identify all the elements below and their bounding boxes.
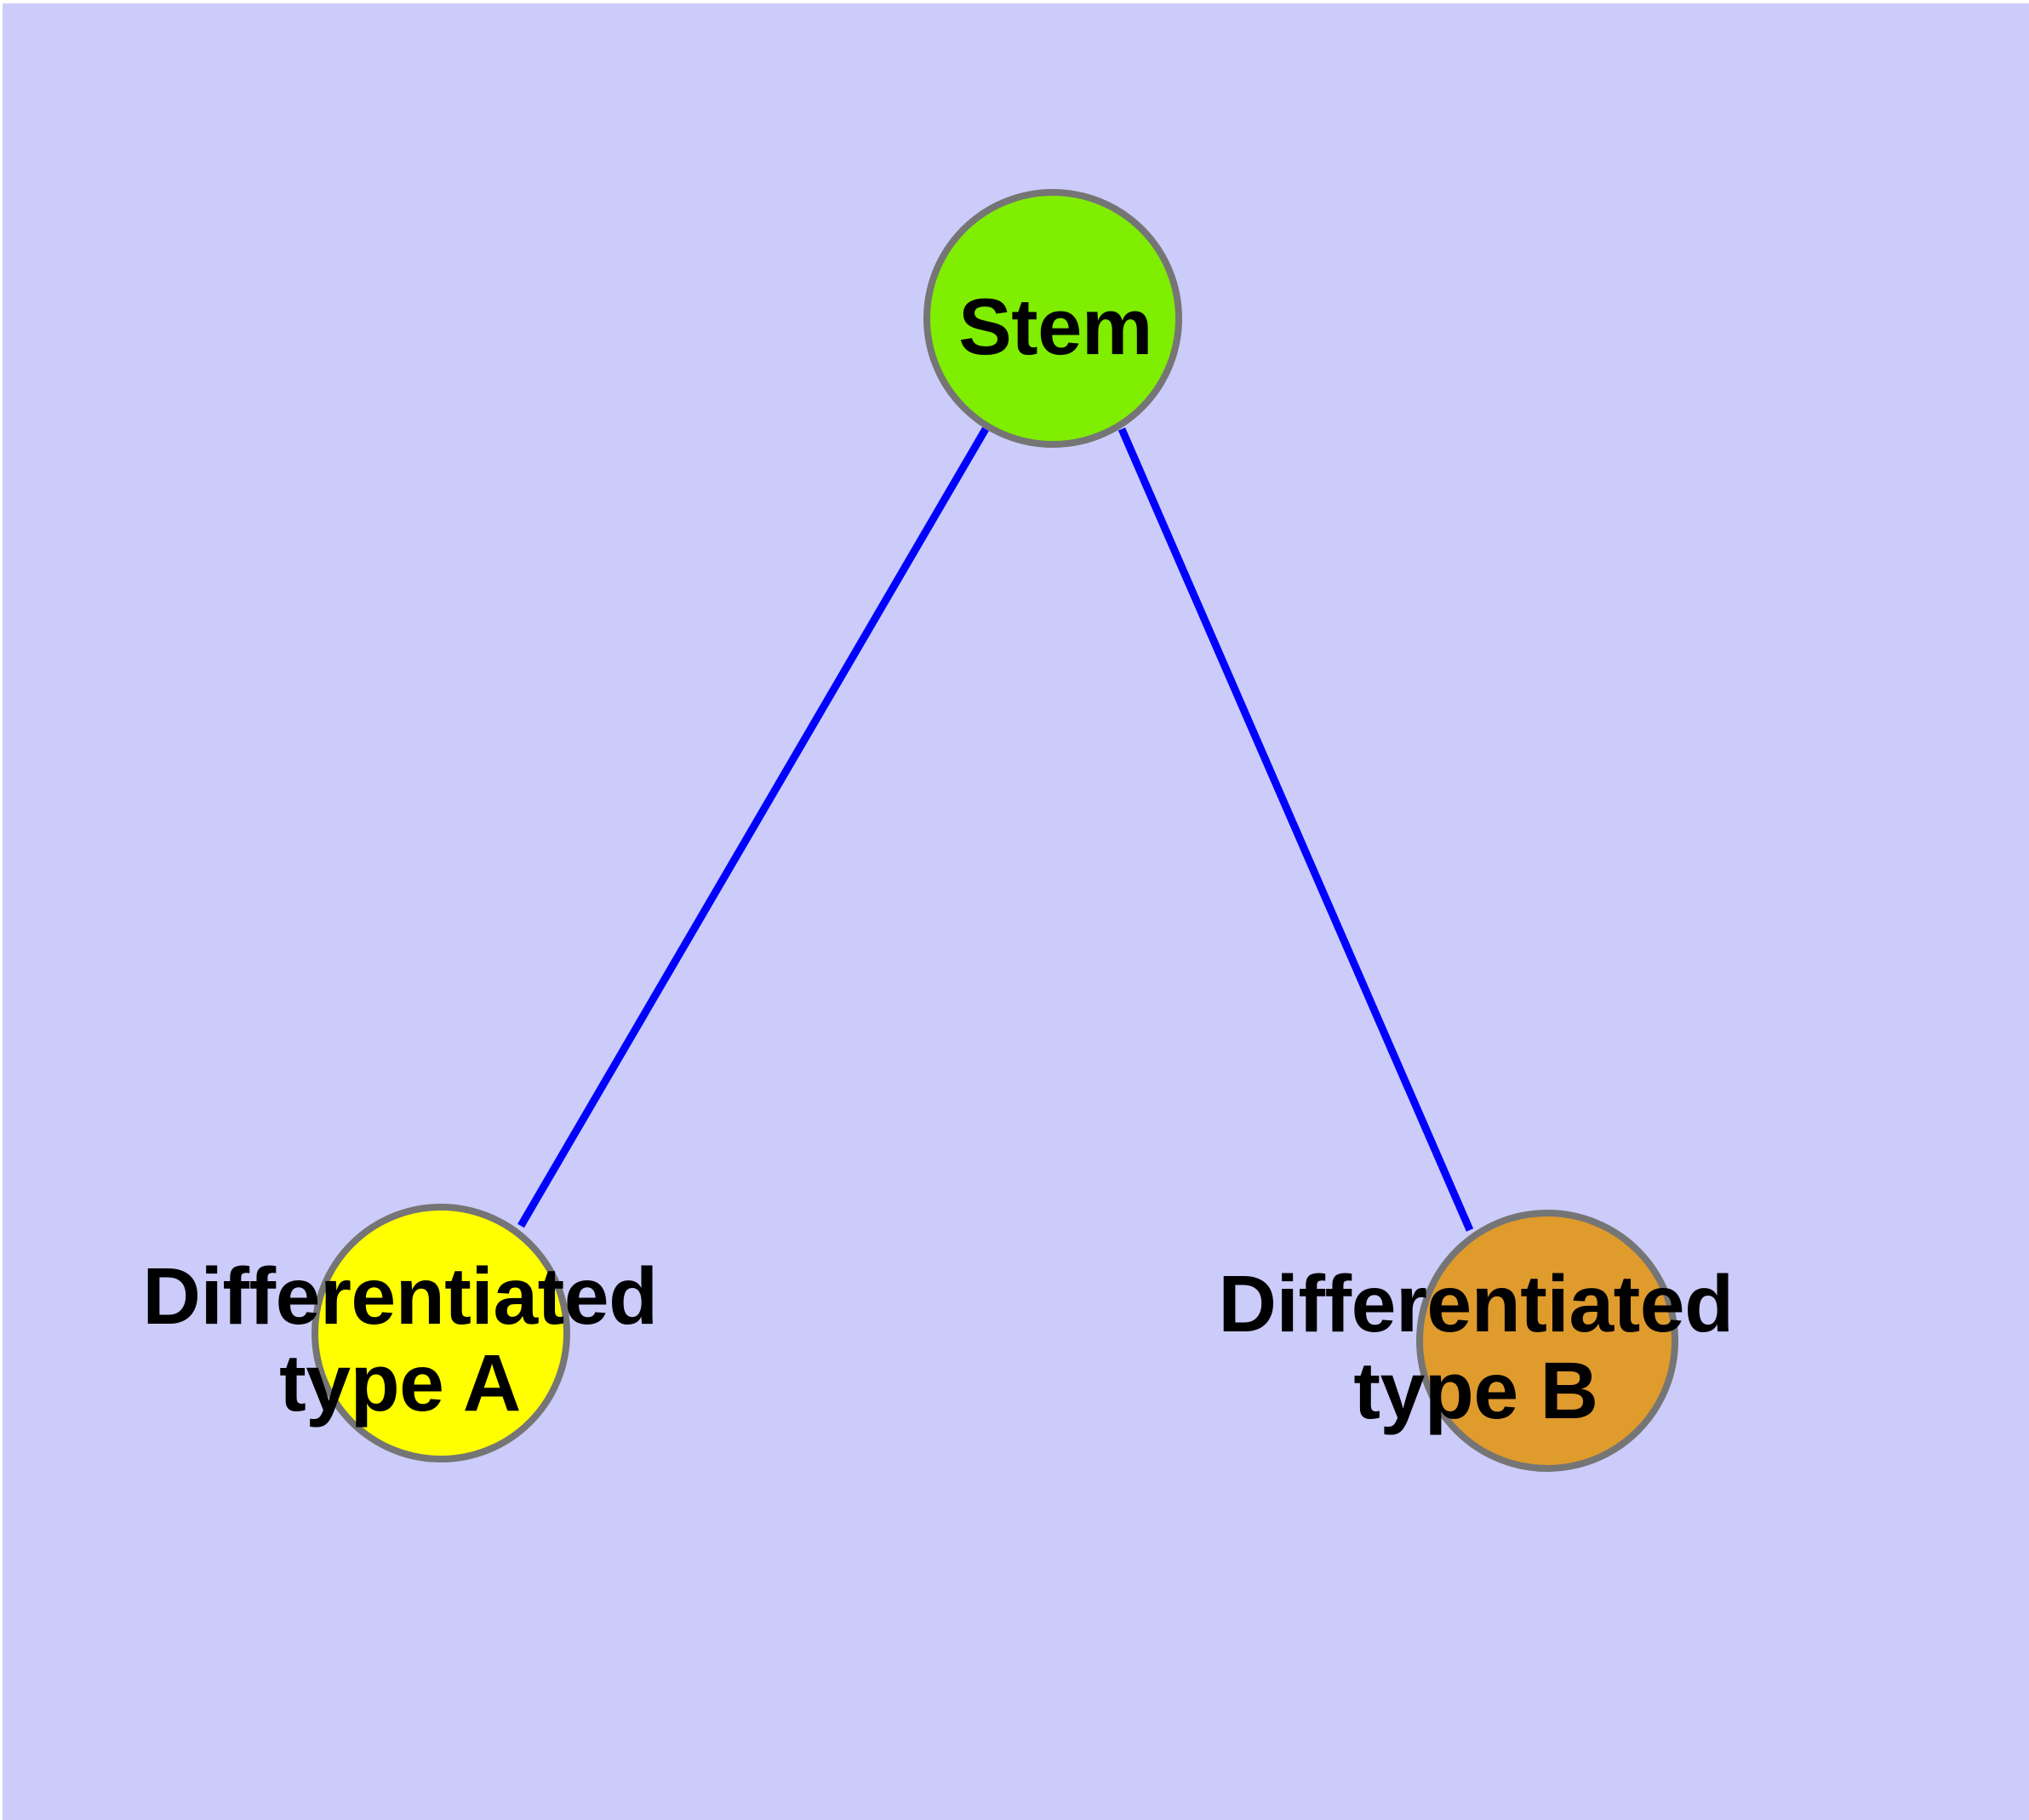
node-stem[interactable]	[923, 189, 1182, 448]
node-differentiated-type-b[interactable]	[1416, 1210, 1678, 1472]
edge-stem-to-differentiated-type-a[interactable]	[517, 426, 989, 1228]
node-layer	[311, 189, 1678, 1472]
edge-layer	[517, 426, 1474, 1232]
edge-stem-to-differentiated-type-b[interactable]	[1117, 427, 1474, 1232]
node-differentiated-type-a[interactable]	[311, 1204, 570, 1462]
